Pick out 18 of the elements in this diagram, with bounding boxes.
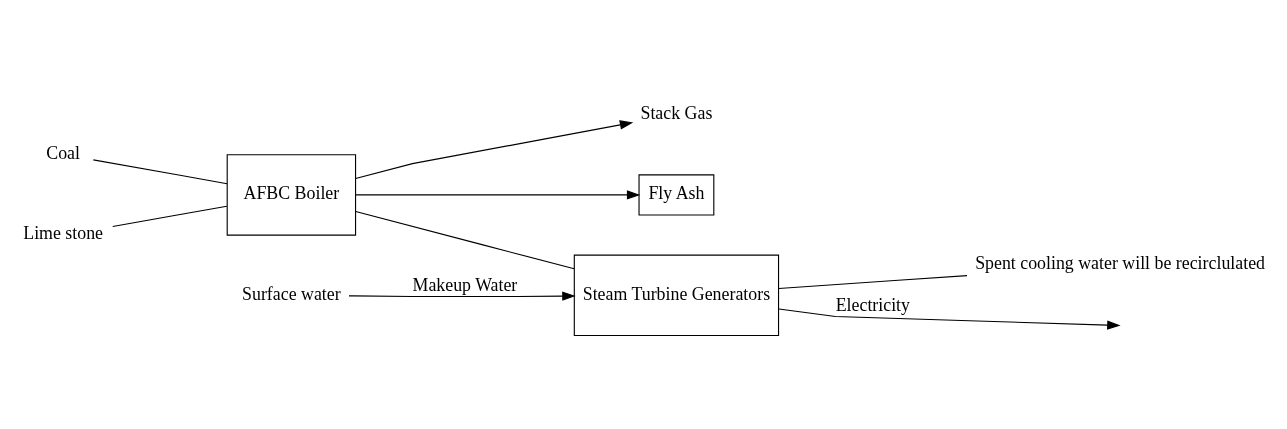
node-text: Coal (46, 142, 80, 163)
node-box: Steam Turbine Generators (573, 254, 780, 336)
connector (92, 158, 228, 184)
node-text: Spent cooling water will be recirclulated (975, 252, 1265, 273)
node-text: Surface water (242, 283, 341, 304)
connector (778, 274, 968, 289)
arrow (355, 119, 634, 179)
node-box: AFBC Boiler (226, 153, 357, 236)
arrow (348, 290, 576, 301)
arrow (355, 189, 641, 200)
node-text: Lime stone (23, 222, 104, 243)
edge-label: Makeup Water (412, 274, 518, 295)
connector (355, 210, 575, 269)
arrow (778, 307, 1121, 330)
node-text: Stack Gas (640, 102, 713, 123)
connector (112, 205, 228, 227)
edge-label: Electricity (835, 294, 911, 315)
node-box: Fly Ash (638, 173, 715, 216)
